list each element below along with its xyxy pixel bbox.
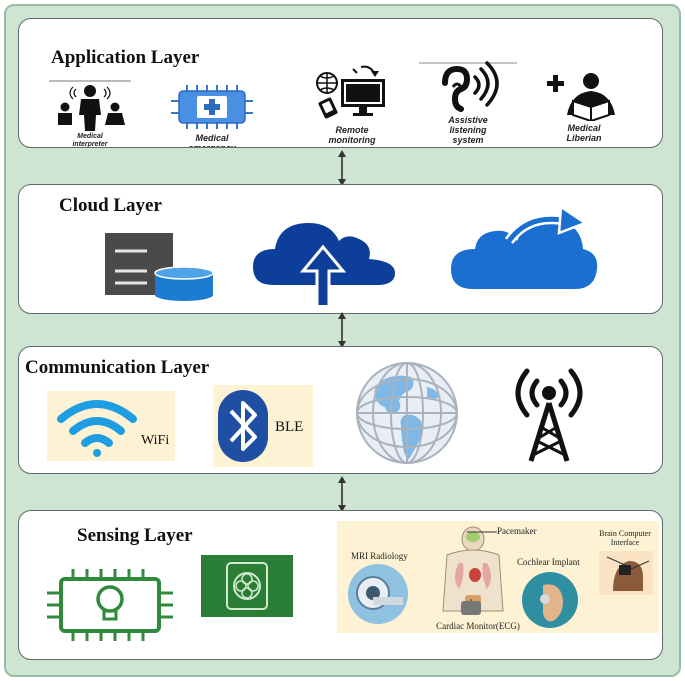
wifi-label: WiFi [141, 433, 170, 448]
communication-layer: Communication Layer WiFi BLE [18, 346, 663, 474]
medical-interpreter-label: Medical interpreter [72, 133, 108, 148]
brain-computer-interface-icon [599, 551, 653, 595]
connector-app-cloud [338, 150, 346, 186]
communication-layer-title: Communication Layer [25, 357, 210, 378]
server-database-icon [105, 233, 214, 301]
wifi-icon [57, 400, 137, 457]
cell-tower-icon [515, 368, 583, 462]
application-layer-title: Application Layer [51, 47, 200, 68]
mri-scanner-icon [348, 564, 408, 624]
sensing-layer-title: Sensing Layer [77, 525, 193, 546]
sensing-layer: Sensing Layer [18, 510, 663, 660]
cloud-share-icon [451, 204, 598, 289]
remote-monitoring-label: Remote monitoring [328, 125, 376, 145]
ecg-label: Cardiac Monitor(ECG) [436, 621, 520, 631]
bluetooth-tile: BLE [213, 385, 313, 467]
pacemaker-label: Pacemaker [497, 526, 537, 536]
ecg-device-icon [461, 599, 481, 615]
medical-devices-panel: Pacemaker MRI Radiology Cochlear Implant… [337, 521, 659, 633]
medical-emergency-chip-icon [171, 85, 253, 129]
wifi-tile: WiFi [47, 391, 175, 461]
assistive-listening-label: Assistive listening system [448, 115, 488, 145]
medical-librarian-icon [547, 73, 615, 121]
sensor-chip-icon [201, 555, 293, 617]
bci-label: Brain Computer Interface [599, 529, 651, 547]
iot-chip-icon [47, 569, 173, 641]
application-layer: Application Layer Medical interpreter Me… [18, 18, 663, 148]
mri-label: MRI Radiology [351, 551, 408, 561]
cloud-layer-title: Cloud Layer [59, 195, 162, 216]
bluetooth-icon [218, 390, 268, 462]
medical-librarian-label: Medical Liberian [566, 123, 602, 143]
connector-communication-sensing [338, 476, 346, 512]
medical-emergency-label: Medical emergency [188, 133, 236, 148]
cochlear-label: Cochlear Implant [517, 557, 580, 567]
body-organs-illustration [442, 526, 504, 612]
pacemaker-pointer [467, 531, 497, 533]
remote-monitoring-icon [316, 65, 385, 119]
cloud-layer: Cloud Layer [18, 184, 663, 314]
connector-cloud-communication [338, 312, 346, 348]
medical-interpreter-icon [49, 80, 131, 131]
ble-label: BLE [275, 419, 304, 435]
cloud-upload-icon [253, 223, 395, 305]
hearing-icon [419, 61, 517, 112]
globe-icon [356, 362, 458, 464]
cochlear-implant-icon [522, 572, 578, 628]
